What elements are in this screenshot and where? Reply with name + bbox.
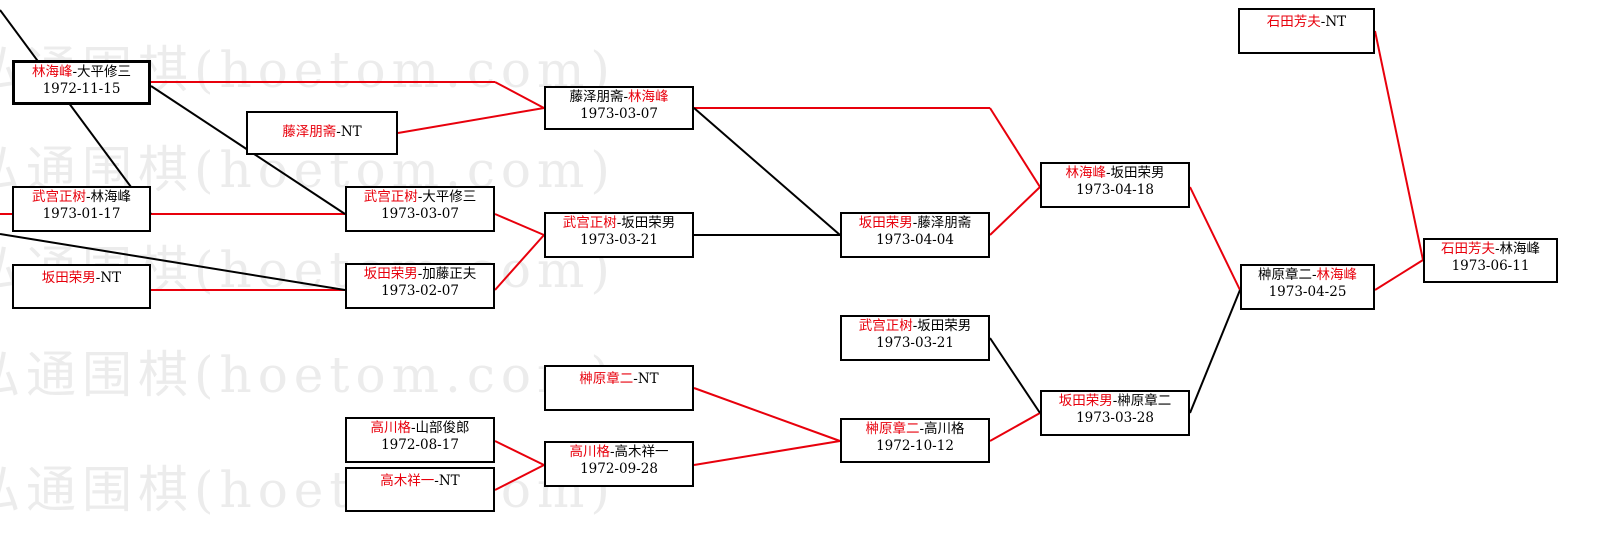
match-players: 石田芳夫-NT [1266, 14, 1347, 30]
match-date: 1973-03-21 [876, 335, 954, 351]
match-players: 高川格-高木祥一 [569, 444, 669, 460]
connector-black [989, 337, 1041, 414]
match-node[interactable]: 林海峰-坂田荣男 1973-04-18 [1040, 162, 1190, 208]
match-node[interactable]: 坂田荣男-加藤正夫 1973-02-07 [345, 263, 495, 309]
match-players: 林海峰-坂田荣男 [1065, 165, 1165, 181]
match-date: 1973-03-07 [580, 106, 658, 122]
match-node[interactable]: 石田芳夫-NT [1238, 8, 1375, 54]
connector-red [693, 440, 841, 466]
match-node[interactable]: 藤泽朋斋-林海峰 1973-03-07 [544, 86, 694, 130]
match-node[interactable]: 榊原章二-高川格 1972-10-12 [840, 418, 990, 463]
match-players: 林海峰-大平修三 [31, 64, 132, 80]
connector-black [0, 233, 346, 291]
match-players: 藤泽朋斋-NT [282, 124, 362, 140]
connector-red [494, 81, 545, 109]
match-node[interactable]: 坂田荣男-藤泽朋斋 1973-04-04 [840, 212, 990, 258]
match-players: 榊原章二-高川格 [865, 421, 965, 437]
match-players: 武宫正树-林海峰 [31, 189, 132, 205]
match-node[interactable]: 石田芳夫-林海峰 1973-06-11 [1423, 238, 1558, 283]
match-node[interactable]: 武宫正树-大平修三 1973-03-07 [345, 186, 495, 232]
match-players: 藤泽朋斋-林海峰 [569, 89, 669, 105]
match-players: 榊原章二-NT [579, 371, 659, 387]
match-players: 高川格-山部俊郎 [370, 420, 470, 436]
connector-red [989, 186, 1041, 236]
match-node[interactable]: 武宫正树-林海峰 1973-01-17 [12, 186, 151, 232]
match-date: 1972-11-15 [42, 81, 121, 97]
match-date: 1973-04-25 [1268, 284, 1347, 300]
connector-red [494, 213, 545, 236]
connector-red [989, 107, 1041, 188]
connector-red [1374, 30, 1424, 261]
match-node[interactable]: 高木祥一-NT [345, 467, 495, 512]
connector-black [1189, 289, 1241, 414]
connector-red [494, 464, 545, 491]
match-date: 1972-10-12 [876, 438, 954, 454]
match-node[interactable]: 榊原章二-林海峰 1973-04-25 [1240, 264, 1375, 310]
match-node[interactable]: 武宫正树-坂田荣男 1973-03-21 [840, 315, 990, 361]
connector-red [397, 107, 545, 134]
match-node[interactable]: 武宫正树-坂田荣男 1973-03-21 [544, 212, 694, 258]
connector-red [1374, 259, 1424, 291]
match-node[interactable]: 高川格-山部俊郎 1972-08-17 [345, 417, 495, 463]
match-players: 武宫正树-坂田荣男 [858, 318, 972, 334]
match-date: 1973-03-21 [580, 232, 658, 248]
match-players: 坂田荣男-加藤正夫 [363, 266, 477, 282]
match-players: 榊原章二-林海峰 [1257, 267, 1358, 283]
match-date: 1973-04-04 [876, 232, 954, 248]
match-players: 高木祥一-NT [380, 473, 460, 489]
connector-black [0, 9, 152, 215]
match-date: 1973-06-11 [1451, 258, 1530, 274]
match-date: 1972-08-17 [381, 437, 459, 453]
match-node[interactable]: 高川格-高木祥一 1972-09-28 [544, 441, 694, 487]
match-players: 武宫正树-坂田荣男 [562, 215, 676, 231]
match-players: 坂田荣男-藤泽朋斋 [858, 215, 972, 231]
match-players: 武宫正树-大平修三 [363, 189, 477, 205]
match-node[interactable]: 坂田荣男-NT [12, 264, 151, 309]
match-date: 1972-09-28 [580, 461, 658, 477]
match-date: 1973-03-07 [381, 206, 459, 222]
match-date: 1973-04-18 [1076, 182, 1154, 198]
match-node[interactable]: 坂田荣男-榊原章二 1973-03-28 [1040, 390, 1190, 436]
connector-red [693, 387, 841, 442]
connector-red [989, 412, 1041, 442]
match-node[interactable]: 林海峰-大平修三 1972-11-15 [12, 60, 151, 105]
match-node[interactable]: 榊原章二-NT [544, 365, 694, 411]
connector-black [693, 107, 841, 236]
match-players: 石田芳夫-林海峰 [1440, 241, 1541, 257]
connector-red [494, 440, 545, 466]
match-date: 1973-03-28 [1076, 410, 1154, 426]
match-players: 坂田荣男-NT [41, 270, 122, 286]
connector-red [1189, 186, 1241, 291]
match-date: 1973-02-07 [381, 283, 459, 299]
match-date: 1973-01-17 [42, 206, 121, 222]
match-node[interactable]: 藤泽朋斋-NT [246, 111, 398, 155]
connector-red [494, 234, 545, 291]
match-players: 坂田荣男-榊原章二 [1058, 393, 1172, 409]
